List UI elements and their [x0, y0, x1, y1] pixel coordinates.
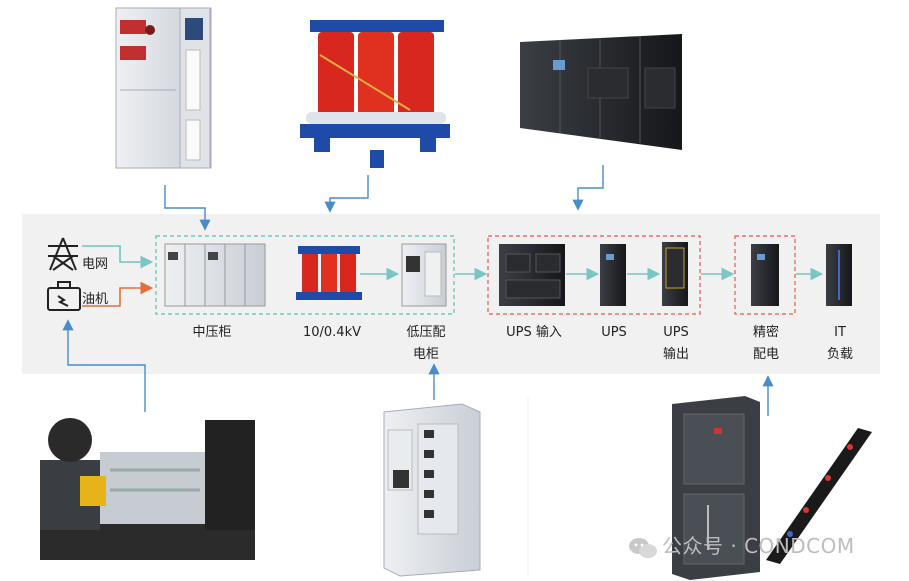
mv-switchgear-photo: [115, 7, 212, 169]
lv-cabinet-unit: [401, 243, 447, 307]
generator-feed-line: [82, 281, 154, 307]
precision-pdu-cabinet-photo: [672, 396, 760, 580]
ups-unit: [600, 244, 626, 306]
generator-label: 油机: [82, 292, 109, 307]
ups-group-box: [487, 235, 701, 315]
stage-label-it: IT 负载: [826, 325, 853, 362]
transformer-photo: [300, 20, 450, 168]
watermark: 公众号 · CONDCOM: [628, 530, 855, 559]
stage-label-transformer: 10/0.4kV: [302, 325, 362, 340]
stage-label-ups: UPS: [601, 325, 627, 340]
ups-input-unit: [499, 244, 565, 306]
stage-label-ups-output: UPS 输出: [662, 325, 689, 362]
stage-label-ups-input: UPS 输入: [506, 325, 562, 340]
transformer-unit: [296, 246, 362, 300]
ups-cabinets-photo: [520, 34, 682, 150]
arrow-ups-photo: [572, 165, 604, 211]
wechat-icon: [629, 537, 657, 558]
stage-label-pdu: 精密 配电: [752, 325, 779, 362]
arrow-mv-photo: [164, 185, 211, 231]
lv-cabinet-photo: [383, 403, 481, 577]
watermark-text: 公众号 · CONDCOM: [662, 534, 855, 558]
stage-label-lv: 低压配 电柜: [406, 325, 446, 362]
mv-switchgear-unit: [164, 243, 266, 307]
arrow-generator-photo: [62, 319, 146, 412]
generator-icon: [47, 281, 81, 311]
rack-pdu-photo: [766, 428, 872, 564]
stage-label-mv: 中压柜: [192, 325, 232, 340]
mv-lv-group-box: [155, 235, 455, 315]
grid-label: 电网: [82, 257, 109, 272]
ups-output-unit: [662, 242, 688, 306]
diesel-generator-photo: [40, 418, 255, 560]
grid-feed-line: [82, 245, 154, 269]
precision-pdu-unit: [751, 244, 779, 306]
pdu-group-box: [734, 235, 796, 315]
power-tower-icon: [48, 237, 78, 271]
it-rack-unit: [826, 244, 852, 306]
arrow-transformer-photo: [324, 175, 369, 213]
